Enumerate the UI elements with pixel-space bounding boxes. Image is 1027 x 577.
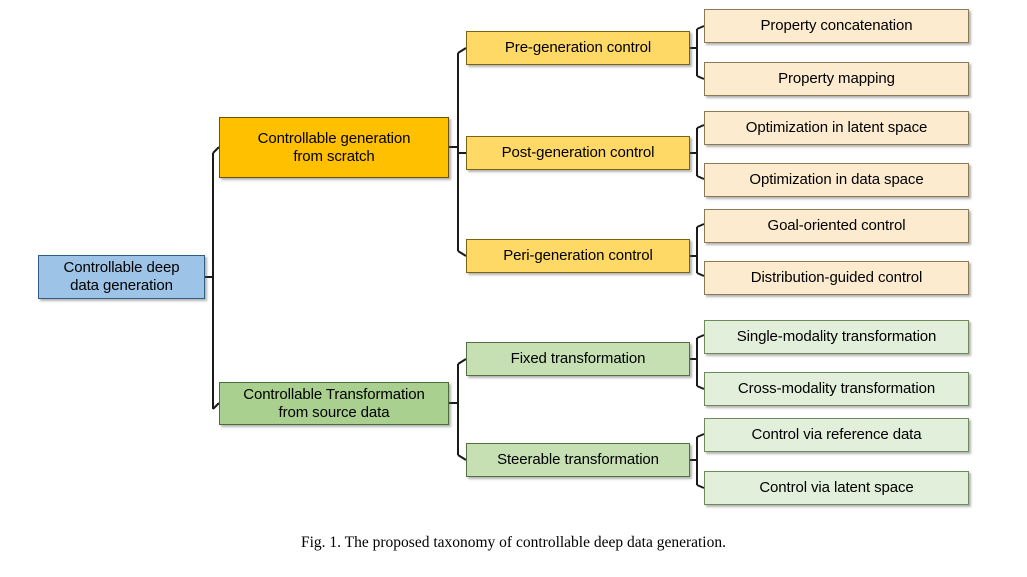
leaf-property-concatenation-label: Property concatenation	[760, 17, 913, 35]
connector-root-to-branches	[205, 146, 220, 410]
node-peri-generation-control[interactable]: Peri-generation control	[466, 239, 690, 273]
leaf-goal-oriented-control-label: Goal-oriented control	[767, 217, 906, 235]
connector-green-branch	[449, 358, 467, 461]
leaf-cross-modality-transformation-label: Cross-modality transformation	[737, 380, 936, 398]
node-pre-generation-control-label: Pre-generation control	[504, 39, 652, 57]
node-generation-from-scratch-line2: from scratch	[293, 147, 375, 165]
connector-pre-generation-leaves	[690, 25, 705, 80]
leaf-control-via-reference-data-label: Control via reference data	[751, 426, 922, 444]
node-pre-generation-control[interactable]: Pre-generation control	[466, 31, 690, 65]
node-generation-from-scratch-label: Controllable generation from scratch	[224, 130, 444, 165]
leaf-single-modality-transformation-label: Single-modality transformation	[736, 328, 937, 346]
connector-steerable-transformation-leaves	[690, 433, 705, 489]
node-root-label: Controllable deep data generation	[43, 259, 200, 294]
leaf-control-via-latent-space-label: Control via latent space	[759, 479, 914, 497]
node-post-generation-control[interactable]: Post-generation control	[466, 136, 690, 170]
node-root-label-line2: data generation	[70, 277, 173, 294]
leaf-cross-modality-transformation[interactable]: Cross-modality transformation	[704, 372, 969, 406]
node-transformation-from-source-data-line1: Controllable Transformation	[243, 385, 425, 403]
leaf-distribution-guided-control-label: Distribution-guided control	[750, 269, 923, 287]
leaf-optimization-data-space[interactable]: Optimization in data space	[704, 163, 969, 197]
leaf-goal-oriented-control[interactable]: Goal-oriented control	[704, 209, 969, 243]
node-transformation-from-source-data[interactable]: Controllable Transformation from source …	[219, 382, 449, 425]
leaf-optimization-data-space-label: Optimization in data space	[749, 171, 924, 189]
leaf-property-concatenation[interactable]: Property concatenation	[704, 9, 969, 43]
leaf-control-via-latent-space[interactable]: Control via latent space	[704, 471, 969, 505]
node-fixed-transformation[interactable]: Fixed transformation	[466, 342, 690, 376]
node-transformation-from-source-data-label: Controllable Transformation from source …	[224, 386, 444, 421]
node-root[interactable]: Controllable deep data generation	[38, 255, 205, 299]
leaf-optimization-latent-space[interactable]: Optimization in latent space	[704, 111, 969, 145]
connector-orange-branch	[449, 47, 467, 257]
node-post-generation-control-label: Post-generation control	[501, 144, 655, 162]
node-generation-from-scratch-line1: Controllable generation	[257, 129, 411, 147]
node-steerable-transformation[interactable]: Steerable transformation	[466, 443, 690, 477]
leaf-optimization-latent-space-label: Optimization in latent space	[745, 119, 928, 137]
figure-caption: Fig. 1. The proposed taxonomy of control…	[301, 534, 726, 551]
connector-lines	[205, 25, 705, 489]
node-peri-generation-control-label: Peri-generation control	[503, 247, 653, 265]
leaf-property-mapping-label: Property mapping	[778, 70, 895, 88]
leaf-property-mapping[interactable]: Property mapping	[704, 62, 969, 96]
node-fixed-transformation-label: Fixed transformation	[510, 350, 646, 368]
connector-peri-generation-leaves	[690, 223, 705, 277]
connector-post-generation-leaves	[690, 124, 705, 180]
leaf-single-modality-transformation[interactable]: Single-modality transformation	[704, 320, 969, 354]
node-generation-from-scratch[interactable]: Controllable generation from scratch	[219, 117, 449, 178]
node-transformation-from-source-data-line2: from source data	[278, 403, 390, 421]
node-steerable-transformation-label: Steerable transformation	[497, 451, 659, 469]
leaf-distribution-guided-control[interactable]: Distribution-guided control	[704, 261, 969, 295]
leaf-control-via-reference-data[interactable]: Control via reference data	[704, 418, 969, 452]
node-root-label-line1: Controllable deep	[63, 259, 180, 277]
connector-fixed-transformation-leaves	[690, 334, 705, 390]
